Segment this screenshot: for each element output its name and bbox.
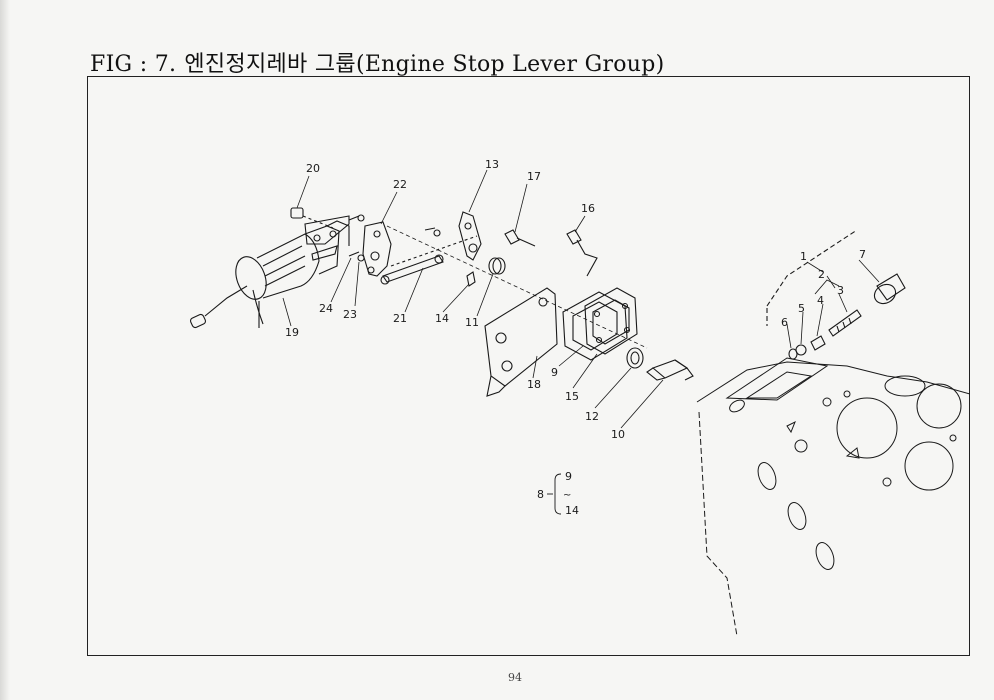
callout-22: 22 [393, 178, 407, 191]
svg-text:~: ~ [563, 490, 571, 501]
callout-12: 12 [585, 410, 599, 423]
callout-10: 10 [611, 428, 625, 441]
callout-18: 18 [527, 378, 541, 391]
callout-8: 8 [537, 488, 544, 501]
callout-24: 24 [319, 302, 333, 315]
exploded-parts-diagram: 20 22 13 17 16 1 7 2 3 4 5 6 24 23 21 14… [87, 76, 970, 656]
callout-15: 15 [565, 390, 579, 403]
callout-17: 17 [527, 170, 541, 183]
callout-4: 4 [817, 294, 824, 307]
callout-6: 6 [781, 316, 788, 329]
callout-13: 13 [485, 158, 499, 171]
callout-5: 5 [798, 302, 805, 315]
callout-11: 11 [465, 316, 479, 329]
figure-label: FIG : 7. [90, 52, 177, 77]
callout-9: 9 [551, 366, 558, 379]
callout-16: 16 [581, 202, 595, 215]
engine-block [696, 357, 970, 637]
seal-12 [626, 347, 644, 369]
shaft-10 [646, 359, 694, 381]
callout-8-range-end: 14 [565, 504, 579, 517]
pin-14 [466, 271, 476, 287]
callout-numbers: 20 22 13 17 16 1 7 2 3 4 5 6 24 23 21 14… [285, 158, 866, 517]
callout-19: 19 [285, 326, 299, 339]
diagram-frame [87, 76, 970, 656]
cover-15 [584, 287, 638, 355]
link-rod-21 [380, 235, 478, 285]
callout-1: 1 [800, 250, 807, 263]
callout-23: 23 [343, 308, 357, 321]
leader-lines [282, 169, 880, 429]
callout-7: 7 [859, 248, 866, 261]
bracket-plate-18 [484, 287, 558, 397]
page-number: 94 [508, 671, 522, 684]
stop-plunger-assembly-1 [766, 229, 906, 360]
callout-8-range-start: 9 [565, 470, 572, 483]
lever-plate-22 [348, 214, 392, 277]
bolt-17 [504, 229, 536, 247]
bolt-16 [566, 229, 598, 277]
page-edge [0, 0, 10, 700]
callout-21: 21 [393, 312, 407, 325]
callout-20: 20 [306, 162, 320, 175]
callout-3: 3 [837, 284, 844, 297]
lever-13 [424, 211, 482, 261]
bolt-20 [290, 207, 334, 229]
kit-bracket: ~ [547, 473, 571, 515]
callout-2: 2 [818, 268, 825, 281]
stop-solenoid [189, 215, 350, 329]
figure-title: FIG : 7. 엔진정지레바 그룹(Engine Stop Lever Grou… [90, 46, 665, 78]
gasket-9 [562, 291, 628, 361]
figure-title-text: 엔진정지레바 그룹(Engine Stop Lever Group) [184, 52, 665, 77]
callout-14: 14 [435, 312, 449, 325]
bushing-11 [488, 257, 506, 275]
